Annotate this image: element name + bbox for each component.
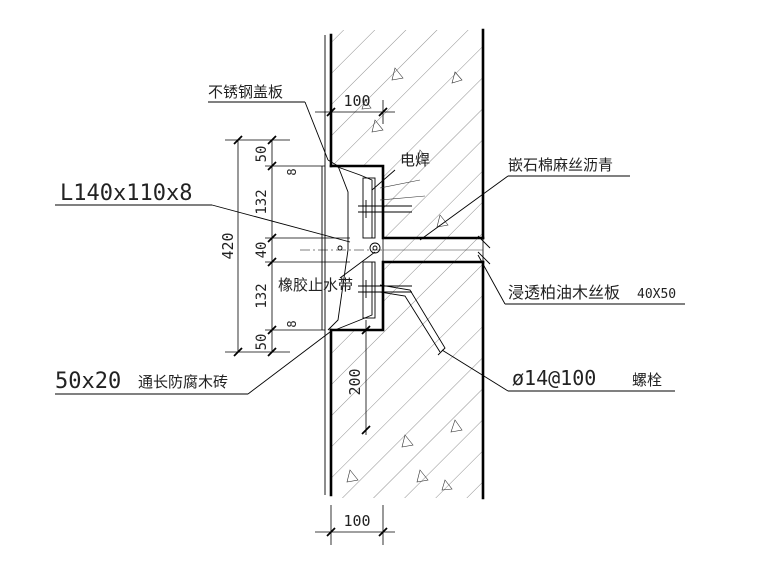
dimension-anchor-length: 200	[346, 320, 371, 435]
leader-asphalt-filler: 嵌石棉麻丝沥青	[419, 156, 630, 241]
mark-8-bottom: 8	[285, 320, 299, 327]
anchor-bolts	[358, 179, 446, 356]
dim-50-bottom: 50	[254, 334, 270, 351]
dim-top-width: 100	[343, 92, 370, 110]
label-electric-weld: 电焊	[400, 151, 430, 169]
leader-angle-steel: L140x110x8	[55, 181, 351, 243]
label-wood-brick: 50x20	[55, 369, 121, 394]
leader-electric-weld: 电焊	[371, 151, 430, 191]
dimension-bottom-width: 100	[315, 505, 395, 545]
dim-132-bottom: 132	[254, 283, 270, 308]
label-cover-plate: 不锈钢盖板	[208, 83, 283, 101]
leader-wood-brick: 50x20 通长防腐木砖	[55, 331, 331, 395]
label-bolt-name: 螺栓	[632, 371, 662, 389]
mark-8-top: 8	[285, 168, 299, 175]
leader-wood-board: 浸透柏油木丝板 40X50	[477, 254, 685, 305]
label-asphalt-filler: 嵌石棉麻丝沥青	[508, 156, 613, 174]
label-waterstop: 橡胶止水带	[278, 276, 353, 294]
label-bolt-spec: ø14@100	[512, 366, 596, 390]
stainless-cover-plate	[327, 159, 381, 331]
leader-bolt-spec: ø14@100 螺栓	[441, 349, 675, 392]
dim-total-height: 420	[219, 232, 237, 259]
leader-waterstop: 橡胶止水带	[278, 251, 376, 294]
dim-40: 40	[254, 242, 270, 259]
dimension-top-width: 100	[315, 92, 395, 124]
label-angle-steel: L140x110x8	[60, 181, 192, 206]
dim-132-top: 132	[254, 189, 270, 214]
dimension-vertical-chain: 420 50 132 40 132 50 8 8	[219, 135, 350, 357]
joint-filler	[382, 237, 484, 263]
label-wood-brick-desc: 通长防腐木砖	[138, 373, 228, 391]
leader-cover-plate: 不锈钢盖板	[208, 83, 329, 161]
dim-anchor-length: 200	[346, 368, 364, 395]
dim-bottom-width: 100	[343, 512, 370, 530]
label-wood-board-size: 40X50	[637, 287, 676, 302]
dim-50-top: 50	[254, 146, 270, 163]
label-wood-board: 浸透柏油木丝板	[508, 283, 620, 302]
